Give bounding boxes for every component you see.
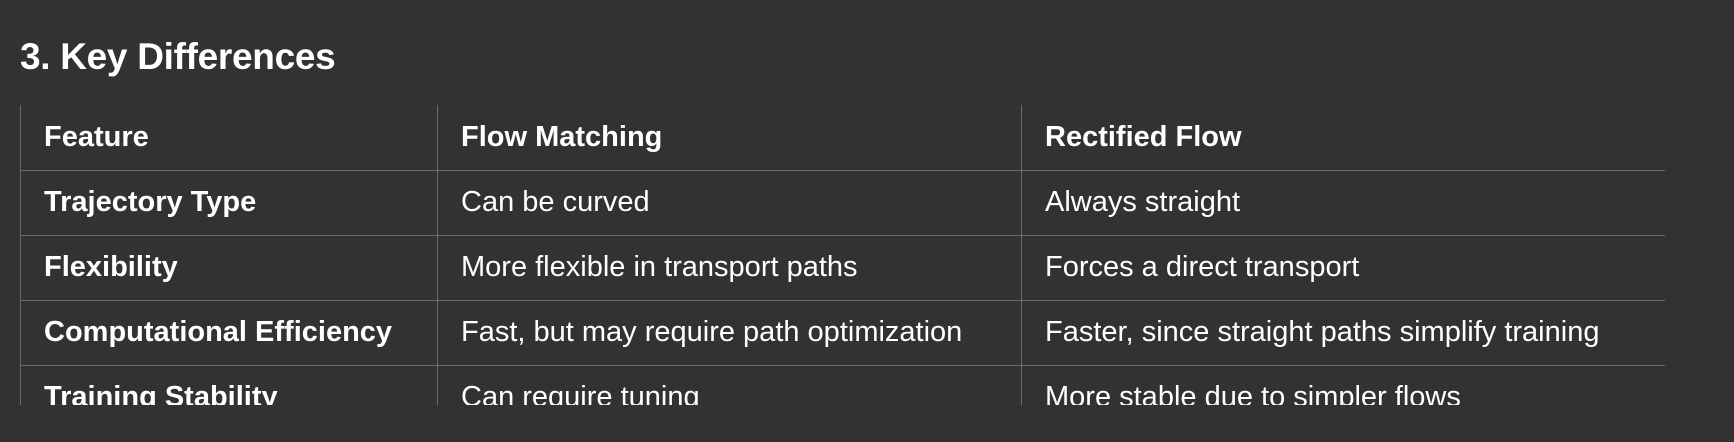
table-row: Flexibility More flexible in transport p…	[20, 235, 1665, 301]
table-cell: Always straight	[1021, 170, 1665, 236]
row-label: Training Stability	[20, 365, 438, 405]
column-header-feature: Feature	[20, 105, 438, 171]
row-label: Flexibility	[20, 235, 438, 301]
table-row: Computational Efficiency Fast, but may r…	[20, 300, 1665, 366]
table-cell: More flexible in transport paths	[437, 235, 1022, 301]
table-cell: Can be curved	[437, 170, 1022, 236]
table-row: Trajectory Type Can be curved Always str…	[20, 170, 1665, 236]
column-header-flow-matching: Flow Matching	[437, 105, 1022, 171]
table-cell: Can require tuning	[437, 365, 1022, 405]
table-cell: Faster, since straight paths simplify tr…	[1021, 300, 1665, 366]
table-cell: Fast, but may require path optimization	[437, 300, 1022, 366]
table-row: Training Stability Can require tuning Mo…	[20, 365, 1665, 405]
table-cell: Forces a direct transport	[1021, 235, 1665, 301]
comparison-table: Feature Flow Matching Rectified Flow Tra…	[20, 105, 1665, 405]
section-title: 3. Key Differences	[20, 36, 336, 77]
table-cell: More stable due to simpler flows	[1021, 365, 1665, 405]
row-label: Computational Efficiency	[20, 300, 438, 366]
column-header-rectified-flow: Rectified Flow	[1021, 105, 1665, 171]
row-label: Trajectory Type	[20, 170, 438, 236]
table-header-row: Feature Flow Matching Rectified Flow	[20, 105, 1665, 171]
comparison-table-container: Feature Flow Matching Rectified Flow Tra…	[20, 105, 1665, 405]
